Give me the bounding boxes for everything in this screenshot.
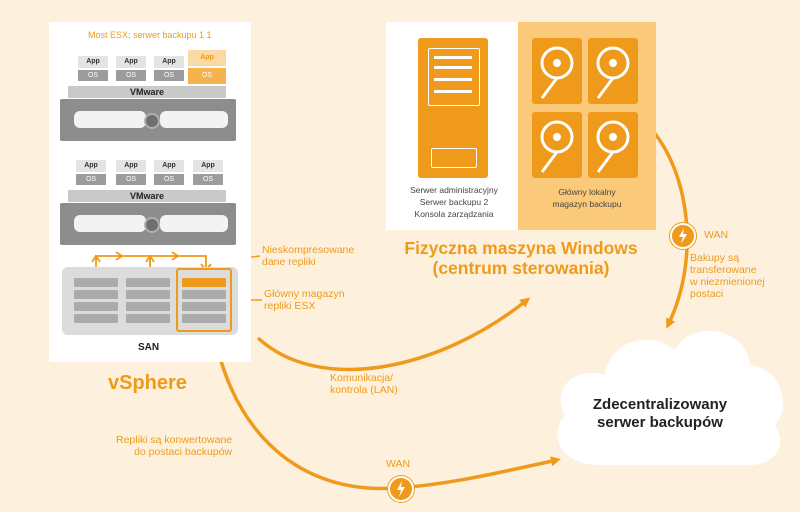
- tower-server-icon: [418, 38, 488, 178]
- replica-disk-highlight: [176, 268, 232, 332]
- wan-right-label: WAN: [704, 229, 729, 241]
- vmware-bar-1: VMware: [68, 86, 226, 98]
- vsphere-header: Most ESX; serwer backupu 1 1: [88, 30, 212, 40]
- replica-disk: [182, 278, 226, 326]
- cloud-icon: [557, 330, 783, 466]
- wan-transfer-arrow: [650, 128, 689, 329]
- lan-arrow: [256, 297, 531, 372]
- hard-disk-icon: [532, 112, 582, 178]
- replication-arrows: [91, 251, 212, 274]
- esx-store-label: Główny magazyn repliki ESX: [264, 288, 345, 312]
- esx-host-1: [60, 99, 236, 141]
- esx-host-2: [60, 203, 236, 245]
- replicas-label: Repliki są konwertowane do postaci backu…: [116, 434, 233, 458]
- san-label: SAN: [138, 342, 160, 353]
- uncompressed-label: Nieskompresowane dane repliki: [262, 244, 355, 268]
- hard-disk-icon: [588, 38, 638, 104]
- wan-lightning-icon: [388, 476, 414, 502]
- wan-lightning-icon: [670, 223, 696, 249]
- hard-disk-icon: [532, 38, 582, 104]
- san-disk-1: [74, 278, 118, 326]
- server-text: Serwer administracyjny Serwer backupu 2 …: [410, 185, 498, 219]
- storage-text: Główny lokalny magazyn backupu: [552, 187, 622, 209]
- wan-bottom-label: WAN: [386, 458, 411, 470]
- hard-disk-icon: [588, 112, 638, 178]
- vmware-bar-2: VMware: [68, 190, 226, 202]
- san-disk-2: [126, 278, 170, 326]
- vm-4-highlighted: App OS: [188, 50, 226, 84]
- vsphere-title: vSphere: [108, 372, 187, 394]
- replica-conversion-arrow: [210, 317, 561, 491]
- cloud-text: Zdecentralizowany serwer backupów: [592, 396, 728, 431]
- comm-label: Komunikacja/ kontrola (LAN): [330, 372, 398, 396]
- windows-title: Fizyczna maszyna Windows (centrum sterow…: [404, 238, 638, 278]
- backups-label: Bakupy są transferowane w niezmienionej …: [690, 252, 765, 300]
